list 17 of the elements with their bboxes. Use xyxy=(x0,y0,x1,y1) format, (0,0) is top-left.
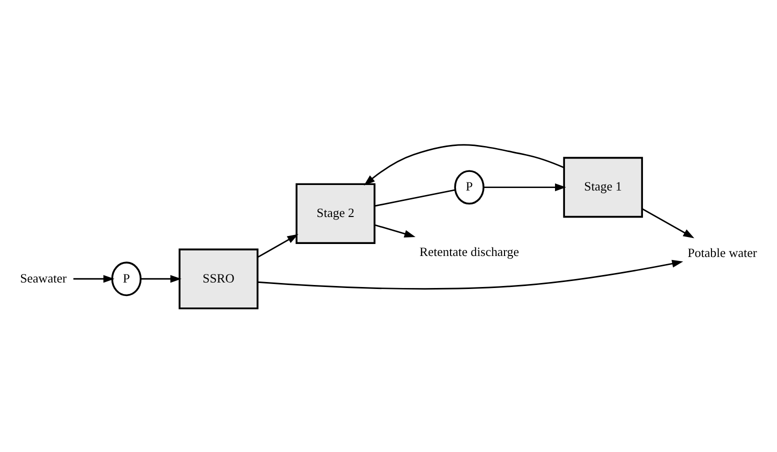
node-text: Retentate discharge xyxy=(420,244,520,258)
node-text: Seawater xyxy=(20,270,67,285)
arrow xyxy=(374,224,416,238)
node-box: Stage 1 xyxy=(563,156,643,218)
node-box: Stage 2 xyxy=(296,182,376,244)
arrow xyxy=(140,274,182,282)
node-ellipse: P xyxy=(454,170,484,204)
arrow xyxy=(642,208,694,238)
arrow xyxy=(73,274,114,282)
arrow xyxy=(257,234,298,258)
arrow xyxy=(484,182,566,191)
node-ellipse: P xyxy=(111,261,142,296)
arrow xyxy=(258,259,684,290)
connector xyxy=(374,188,456,206)
arrow xyxy=(364,144,564,185)
node-box: SSRO xyxy=(178,248,258,309)
node-text: Potable water xyxy=(688,245,758,260)
